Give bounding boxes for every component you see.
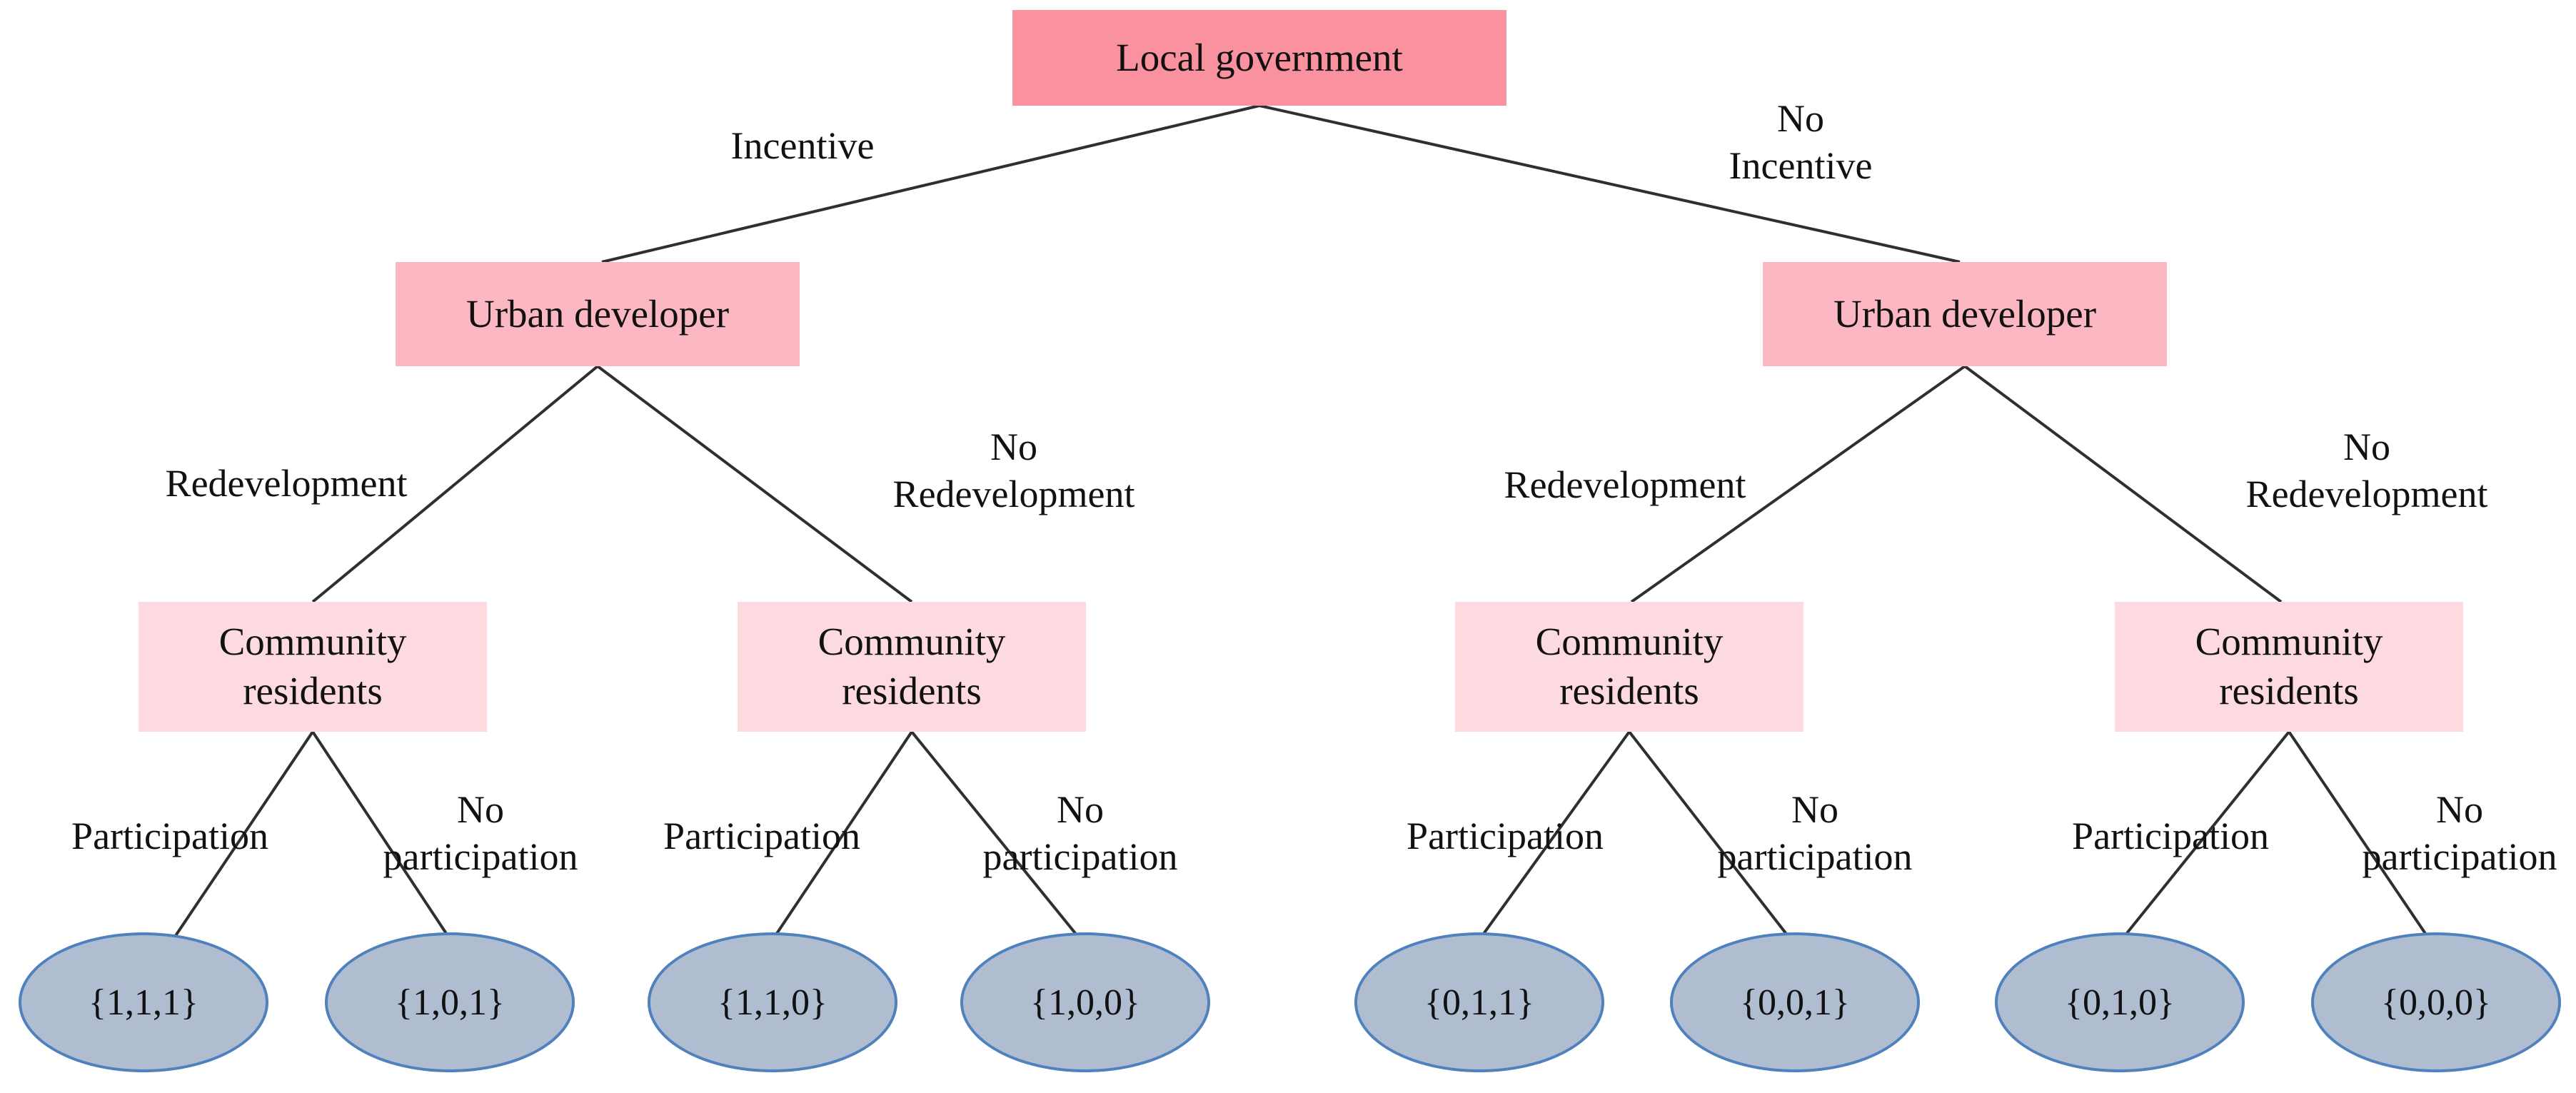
edge-label-redevelopment-1: Redevelopment — [165, 462, 408, 505]
node-urban-developer-left: Urban developer — [396, 262, 800, 366]
edge-res2-no-participation — [910, 730, 1080, 938]
edge-label-no-redevelopment-1: No Redevelopment — [892, 425, 1135, 515]
node-community-residents-2: Community residents — [738, 602, 1086, 732]
node-community-residents-4: Community residents — [2115, 602, 2463, 732]
node-urban-developer-right: Urban developer — [1763, 262, 2167, 366]
leaf-outcome-100: {1,0,0} — [960, 932, 1210, 1072]
node-community-residents-3: Community residents — [1455, 602, 1803, 732]
edge-dev2-no-redevelopment — [1963, 365, 2283, 603]
edge-label-no-incentive: No Incentive — [1729, 97, 1873, 187]
edge-label-participation-1: Participation — [71, 815, 268, 858]
leaf-outcome-010: {0,1,0} — [1995, 932, 2245, 1072]
edge-dev1-redevelopment — [311, 365, 599, 603]
edge-label-participation-3: Participation — [1407, 815, 1604, 858]
edge-root-no-incentive — [1259, 104, 1961, 263]
node-community-residents-1: Community residents — [139, 602, 487, 732]
leaf-outcome-011: {0,1,1} — [1354, 932, 1604, 1072]
leaf-outcome-101: {1,0,1} — [325, 932, 575, 1072]
edge-res4-participation — [2123, 730, 2290, 938]
edge-label-no-participation-3: No participation — [1717, 788, 1913, 878]
leaf-outcome-000: {0,0,0} — [2311, 932, 2561, 1072]
edge-dev2-redevelopment — [1630, 365, 1966, 603]
edge-label-participation-2: Participation — [663, 815, 860, 858]
node-local-government: Local government — [1012, 10, 1506, 106]
edge-label-no-participation-4: No participation — [2362, 788, 2557, 878]
edge-res4-no-participation — [2288, 730, 2429, 938]
edge-dev1-no-redevelopment — [596, 365, 913, 603]
edge-label-participation-4: Participation — [2072, 815, 2269, 858]
edge-res1-participation — [173, 730, 314, 938]
leaf-outcome-001: {0,0,1} — [1670, 932, 1920, 1072]
edge-root-incentive — [601, 104, 1260, 263]
edge-label-no-participation-2: No participation — [982, 788, 1178, 878]
edge-label-no-redevelopment-2: No Redevelopment — [2245, 425, 2488, 515]
edge-res1-no-participation — [311, 730, 450, 938]
edge-label-no-participation-1: No participation — [383, 788, 578, 878]
leaf-outcome-111: {1,1,1} — [19, 932, 268, 1072]
edge-label-incentive: Incentive — [730, 124, 875, 168]
edge-label-redevelopment-2: Redevelopment — [1504, 463, 1746, 507]
edge-res3-participation — [1480, 730, 1631, 938]
edge-res3-no-participation — [1628, 730, 1790, 938]
edge-res2-participation — [773, 730, 913, 938]
leaf-outcome-110: {1,1,0} — [648, 932, 897, 1072]
